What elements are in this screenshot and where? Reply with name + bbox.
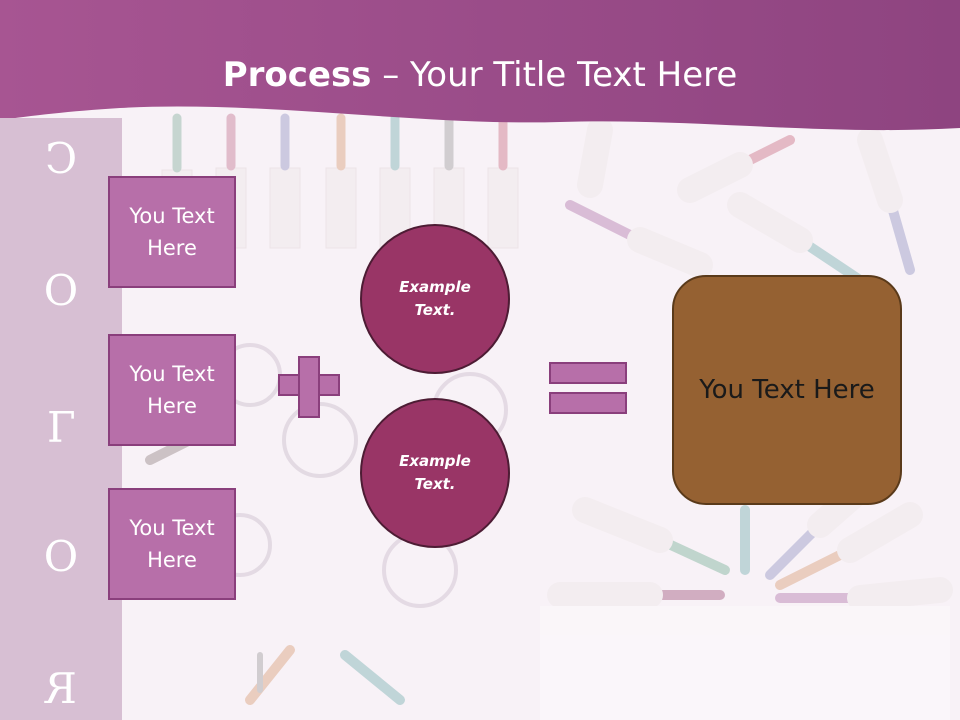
side-letter: O: [43, 266, 79, 315]
side-letter: C: [44, 134, 78, 183]
result-label: You Text Here: [699, 375, 875, 405]
header-band: [0, 0, 960, 131]
input-box-label: You Text Here: [129, 204, 215, 260]
result-box[interactable]: You Text Here: [672, 275, 902, 505]
input-box-2[interactable]: You Text Here: [108, 334, 236, 446]
example-circle-1[interactable]: Example Text.: [360, 224, 510, 374]
slide-title: Process – Your Title Text Here: [0, 52, 960, 98]
circle-label: Example Text.: [399, 452, 471, 493]
circle-label: Example Text.: [399, 278, 471, 319]
side-letter: O: [43, 532, 79, 581]
left-strip: C O L O R: [0, 118, 122, 720]
side-letter: L: [47, 401, 75, 450]
input-box-label: You Text Here: [129, 362, 215, 418]
input-box-label: You Text Here: [129, 516, 215, 572]
input-box-1[interactable]: You Text Here: [108, 176, 236, 288]
input-box-3[interactable]: You Text Here: [108, 488, 236, 600]
side-letter: R: [45, 664, 77, 713]
example-circle-2[interactable]: Example Text.: [360, 398, 510, 548]
title-bold: Process: [222, 55, 372, 95]
title-rest: – Your Title Text Here: [371, 55, 738, 95]
